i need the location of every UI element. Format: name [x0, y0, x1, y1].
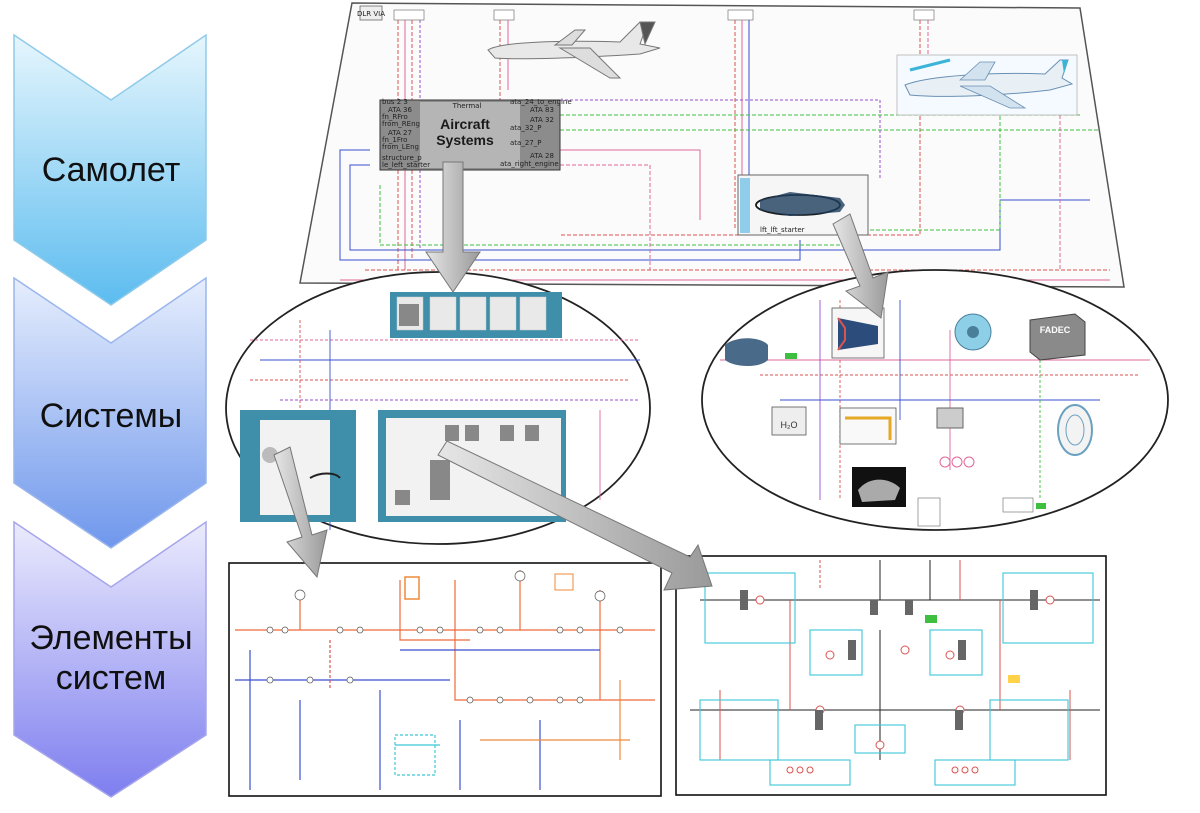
systems-title-1: Aircraft [440, 116, 490, 132]
port-label: ata_24_to_engine [510, 98, 572, 106]
level-label-systems: Системы [39, 397, 183, 435]
fadec-label: FADEC [1040, 325, 1071, 335]
engine-starter-label: lft_lft_starter [760, 226, 805, 234]
aircraft-render-icon [896, 54, 1078, 116]
aircraft-systems-block: Aircraft Systems Thermal bus 2 3 ATA 36 … [379, 98, 572, 171]
aircraft-model-panel: DLR VIA Aircraft Syst [299, 2, 1125, 288]
chevron-samolet [13, 33, 207, 306]
port-label: ATA 36 [388, 106, 412, 114]
element-schematic-left [228, 562, 662, 797]
valve-icon [936, 407, 964, 429]
gearbox-icon [852, 467, 906, 507]
chevron-sistemy [13, 276, 207, 549]
h2o-tank-icon: H₂O [771, 406, 807, 436]
systems-ellipse-left [225, 271, 651, 545]
systems-ellipse-right: FADEC H₂O [701, 269, 1169, 531]
port-label: ATA 28 [530, 152, 554, 160]
sensor-icon [939, 456, 951, 468]
combustor-icon [1057, 404, 1093, 456]
port-label: le_left_starter [382, 161, 430, 169]
arrow-left-system-to-elements [273, 446, 328, 579]
port-label: from_LEng [382, 143, 419, 151]
arrow-aircraft-to-systems [425, 161, 481, 293]
sensor-icon [951, 456, 963, 468]
port-label: bus 2 3 [382, 98, 408, 106]
dlr-logo: DLR VIA [357, 10, 385, 18]
port-label: ata_32_P [510, 124, 541, 132]
port-label: fn_1Fro [382, 136, 407, 144]
component-symbols [266, 570, 624, 704]
h2o-label: H₂O [781, 420, 798, 430]
port-label: ata_right_engine [500, 160, 559, 168]
port-label: fn_RFro [382, 113, 408, 121]
fan-icon [954, 313, 992, 351]
element-schematic-right [675, 555, 1107, 796]
pipe-module-icon [839, 407, 897, 445]
engine-cross-section-icon [831, 307, 885, 359]
hierarchy-arrows [273, 161, 889, 591]
systems-thermal: Thermal [452, 102, 482, 110]
systems-title-2: Systems [436, 132, 494, 148]
level-label-aircraft: Самолет [41, 151, 181, 189]
arrow-engine-to-subsystems [832, 213, 889, 319]
fadec-icon: FADEC [1029, 313, 1086, 361]
port-label: ATA 83 [530, 106, 554, 114]
sensor-icon [963, 456, 975, 468]
port-label: structure_p [382, 154, 422, 162]
engine-block: lft_lft_starter [737, 174, 869, 236]
arrow-system-to-right-elements [437, 440, 713, 591]
level-label-elements-line1: Элементы [29, 619, 193, 657]
port-label: from_REng [382, 120, 420, 128]
airplane-icon [487, 21, 661, 79]
level-label-elements-line2: систем [55, 659, 167, 697]
chevron-elementy [13, 520, 207, 798]
port-label: ATA 27 [388, 129, 412, 137]
component-icon [262, 447, 278, 463]
inlet-icon [725, 338, 768, 366]
port-label: ATA 32 [530, 116, 554, 124]
component-blocks [740, 590, 1038, 730]
port-label: ata_27_P [510, 139, 541, 147]
